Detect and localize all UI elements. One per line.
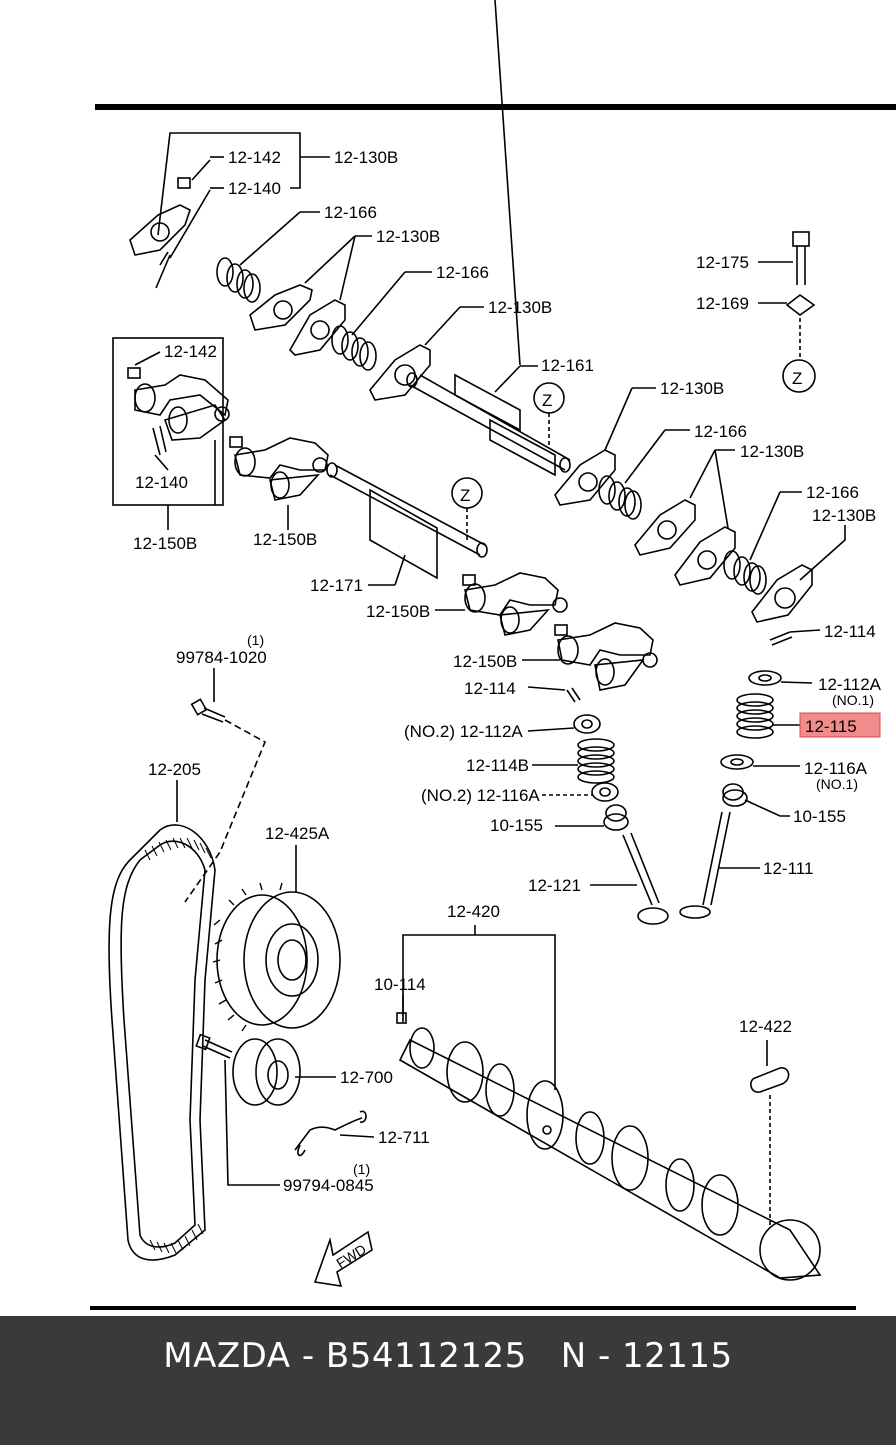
part-label: 12-150B xyxy=(453,652,517,671)
bolt-part xyxy=(785,231,816,316)
fwd-arrow-icon xyxy=(313,1230,373,1287)
part-label: 12-205 xyxy=(148,760,201,779)
part-label: 12-169 xyxy=(696,294,749,313)
part-number-caption: MAZDA - B54112125 N - 12115 xyxy=(163,1336,733,1376)
valve-part xyxy=(622,832,669,925)
rocker-arm-part xyxy=(554,449,616,506)
spring-part xyxy=(723,550,767,595)
part-label: 12-711 xyxy=(378,1128,430,1147)
part-label: 10-114 xyxy=(374,975,426,994)
part-label: 12-140 xyxy=(135,473,188,492)
caption-bar: MAZDA - B54112125 N - 12115 xyxy=(0,1316,896,1445)
fwd-label: FWD xyxy=(333,1241,369,1271)
part-label: 12-420 xyxy=(447,902,500,921)
bottom-rule xyxy=(90,1306,856,1310)
part-label: 12-116A xyxy=(804,759,868,778)
valve-spring-part xyxy=(577,738,615,784)
part-label: 12-130B xyxy=(376,227,440,246)
part-label: 12-166 xyxy=(436,263,489,282)
valve-seal-part xyxy=(722,783,748,807)
rocker-arm-part xyxy=(751,564,813,623)
part-label: 12-166 xyxy=(806,483,859,502)
valve-spring-seat-part xyxy=(720,754,754,770)
part-label: 12-161 xyxy=(541,356,594,375)
part-label: 12-130B xyxy=(812,506,876,525)
z-marker xyxy=(782,359,816,393)
valve-spring-seat-part xyxy=(573,714,601,734)
part-label: 12-700 xyxy=(340,1068,393,1087)
part-label: (NO.2) 12-112A xyxy=(404,722,523,741)
part-label: 12-150B xyxy=(133,534,197,553)
part-label: 12-112A xyxy=(818,675,882,694)
part-label: 10-155 xyxy=(793,807,846,826)
part-label: 12-114 xyxy=(824,622,876,641)
rocker-arm-part xyxy=(229,436,329,501)
part-label: 12-422 xyxy=(739,1017,792,1036)
top-rule xyxy=(95,104,896,110)
part-label: 12-130B xyxy=(488,298,552,317)
rocker-arm-part xyxy=(634,499,736,586)
part-label: 12-130B xyxy=(660,379,724,398)
part-label: 12-140 xyxy=(228,179,281,198)
part-label: 12-150B xyxy=(253,530,317,549)
valve-train-exploded-diagram: 12-142 12-130B 12-140 12-166 12-130B 12-… xyxy=(90,0,896,1310)
part-label: 12-114B xyxy=(466,756,529,775)
spring-part xyxy=(598,475,642,520)
valve-keeper-part xyxy=(566,687,581,703)
part-label: 12-142 xyxy=(164,342,217,361)
tensioner-part xyxy=(195,1033,301,1106)
part-label: 12-121 xyxy=(528,876,581,895)
part-label: 12-142 xyxy=(228,148,281,167)
tensioner-spring-part xyxy=(294,1110,367,1157)
rocker-shaft-part xyxy=(406,372,571,477)
valve-keeper-part xyxy=(769,631,793,646)
timing-belt-part xyxy=(108,824,216,1261)
part-label: 12-111 xyxy=(763,859,813,878)
part-label-selected: 12-115 xyxy=(805,717,857,736)
spring-part xyxy=(331,325,377,371)
part-label: (NO.2) 12-116A xyxy=(421,786,540,805)
spring-part xyxy=(216,257,261,303)
part-label: 99784-1020 xyxy=(176,648,267,667)
part-label: 12-130B xyxy=(334,148,398,167)
camshaft-pulley-part xyxy=(212,882,341,1032)
z-marker-label: Z xyxy=(542,391,552,410)
bolt-part xyxy=(190,698,226,723)
valve-part xyxy=(679,811,731,919)
pin-part xyxy=(396,1012,407,1024)
rocker-arm-part xyxy=(127,367,230,456)
rocker-arm-part xyxy=(129,177,191,289)
valve-spring-seat-part xyxy=(591,782,619,802)
part-label: 12-166 xyxy=(694,422,747,441)
valve-seal-part xyxy=(603,804,629,831)
z-marker-label: Z xyxy=(792,369,802,388)
part-label: 12-166 xyxy=(324,203,377,222)
part-label: 12-150B xyxy=(366,602,430,621)
rocker-arm-part xyxy=(249,284,346,356)
part-label: (NO.1) xyxy=(816,776,858,792)
part-label: (NO.1) xyxy=(832,692,874,708)
part-label: 12-114 xyxy=(464,679,516,698)
selected-part-highlight xyxy=(799,712,881,738)
valve-spring-seat-part xyxy=(748,670,782,686)
rocker-shaft-part xyxy=(326,462,488,580)
rocker-arm-part xyxy=(462,572,658,691)
part-label: (1) xyxy=(353,1161,370,1177)
z-marker-label: Z xyxy=(460,486,470,505)
part-label: 12-175 xyxy=(696,253,749,272)
part-label: (1) xyxy=(247,632,264,648)
camshaft-part xyxy=(398,1027,822,1281)
part-label: 12-171 xyxy=(310,576,363,595)
part-label: 99794-0845 xyxy=(283,1176,374,1195)
valve-spring-part xyxy=(736,693,774,739)
key-part xyxy=(750,1067,790,1093)
part-label: 10-155 xyxy=(490,816,543,835)
part-label: 12-130B xyxy=(740,442,804,461)
part-label: 12-425A xyxy=(265,824,330,843)
